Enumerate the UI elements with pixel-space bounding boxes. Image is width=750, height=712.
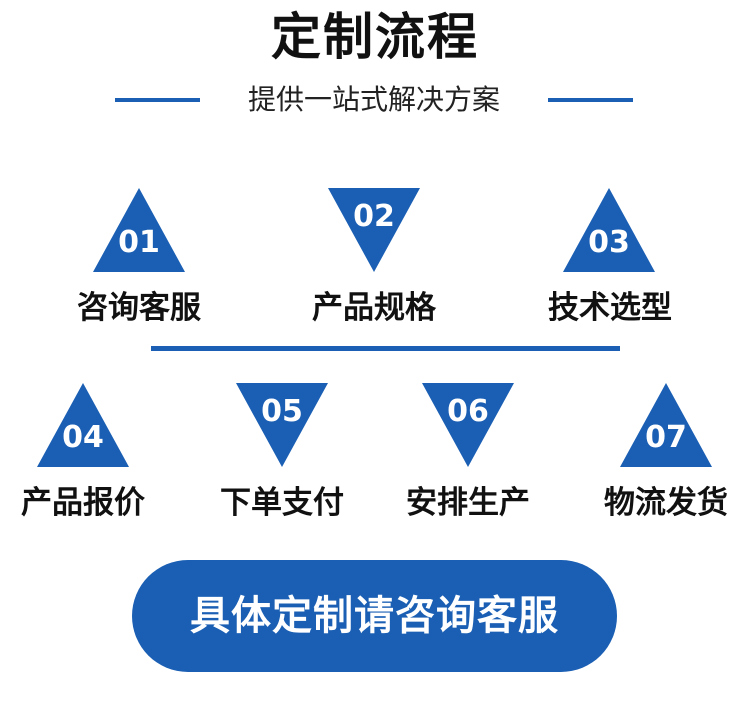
triangle-up-icon [37, 383, 129, 467]
step-label: 下单支付 [220, 485, 344, 521]
triangle-up-icon [620, 383, 712, 467]
step-label: 咨询客服 [77, 290, 201, 326]
triangle-up-icon [563, 188, 655, 272]
step-07: 07 [620, 383, 712, 467]
step-label: 产品规格 [312, 290, 436, 326]
step-03: 03 [563, 188, 655, 272]
step-number: 01 [118, 225, 160, 260]
step-01: 01 [93, 188, 185, 272]
step-number: 02 [353, 199, 395, 234]
step-number: 06 [447, 394, 489, 429]
triangle-down-icon [328, 188, 420, 272]
page-title: 定制流程 [271, 8, 479, 66]
row-divider [151, 346, 620, 351]
step-number: 05 [261, 394, 303, 429]
contact-service-button[interactable]: 具体定制请咨询客服 [132, 560, 617, 672]
page-subtitle: 提供一站式解决方案 [247, 83, 500, 116]
step-number: 03 [588, 225, 630, 260]
step-06: 06 [422, 383, 514, 467]
triangle-down-icon [236, 383, 328, 467]
step-number: 07 [645, 420, 687, 455]
step-05: 05 [236, 383, 328, 467]
subtitle-row: 提供一站式解决方案 [0, 80, 750, 120]
step-label: 技术选型 [548, 290, 672, 326]
step-number: 04 [62, 420, 104, 455]
step-04: 04 [37, 383, 129, 467]
subtitle-right-rule [548, 98, 633, 102]
step-label: 物流发货 [604, 485, 728, 521]
subtitle-left-rule [115, 98, 200, 102]
step-02: 02 [328, 188, 420, 272]
triangle-down-icon [422, 383, 514, 467]
triangle-up-icon [93, 188, 185, 272]
step-label: 安排生产 [406, 485, 530, 521]
step-label: 产品报价 [21, 485, 145, 521]
